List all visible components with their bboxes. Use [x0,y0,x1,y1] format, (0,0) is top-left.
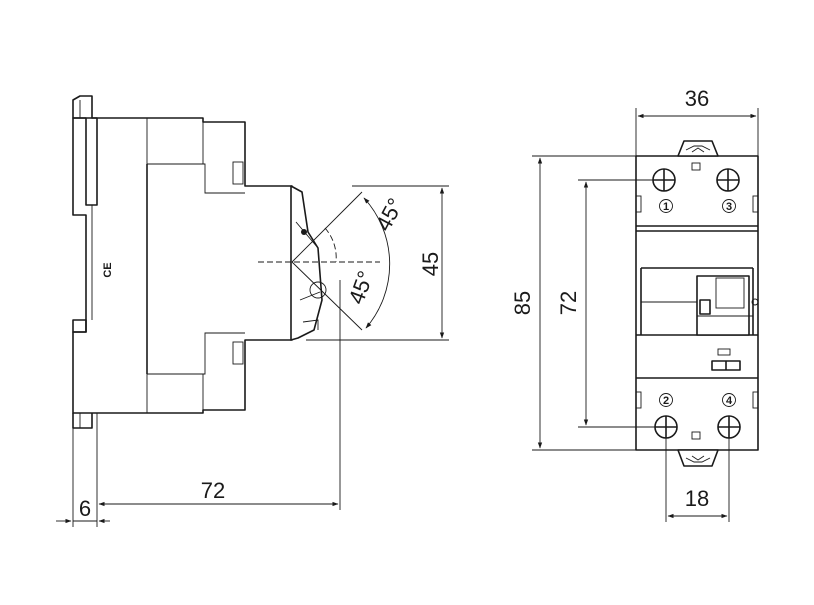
body-outline [72,117,293,414]
terminal-2-screw-icon [654,415,678,439]
angle-ray-upper [291,191,363,263]
toggle-lever-detail [295,221,321,330]
bottom-tab-detail [685,455,711,463]
bottom-indicator [691,431,701,440]
angle-arc [363,197,391,329]
angle-lower-label: 45° [344,268,379,308]
terminal-3-label: 3 [726,201,732,213]
terminal-1-label: 1 [663,201,669,213]
side-clip-bl [635,391,642,409]
width-36-label: 36 [685,86,709,111]
toggle-handle-face [715,277,745,309]
notch-bottom [232,341,244,365]
terminal-4-label: 4 [726,395,733,407]
top-indicator [691,162,701,171]
height-85-label: 85 [510,291,535,315]
height-45-label: 45 [418,252,443,276]
pitch-18-label: 18 [685,486,709,511]
inner-height-72-label: 72 [556,291,581,315]
terminal-3-screw-icon [716,168,740,192]
side-clip-tr [752,195,759,213]
offset-6-label: 6 [79,496,91,521]
terminal-4-screw-icon [717,415,741,439]
terminal-3-badge [722,199,736,213]
test-button [717,348,731,356]
angle-upper-label: 45° [371,194,409,235]
ce-mark: CE [102,262,114,277]
side-pin [751,298,759,306]
toggle-lever [290,185,323,341]
side-view: CE 45° 45° 45 72 6 [56,95,449,527]
lever-pivot-upper [301,229,307,235]
angle-arc-inner [324,227,337,263]
bottom-rail-clip [72,319,93,429]
angle-ray-lower [291,261,363,331]
notch-top [232,161,244,185]
side-clip-tl [635,195,642,213]
body-inner-profile [146,118,245,413]
terminal-1-badge [659,199,673,213]
bottom-mount-tab [677,449,719,467]
lever-pivot [309,281,327,299]
terminal-1-screw-icon [652,168,676,192]
top-rail-clip [72,95,98,206]
side-clip-br [752,391,759,409]
toggle-handle-tab [699,299,711,315]
terminal-4-badge [722,393,736,407]
front-view: 1 3 2 4 [510,86,759,522]
terminal-2-badge [659,393,673,407]
terminal-2-label: 2 [663,395,669,407]
top-tab-detail [685,145,711,153]
depth-72-label: 72 [201,478,225,503]
